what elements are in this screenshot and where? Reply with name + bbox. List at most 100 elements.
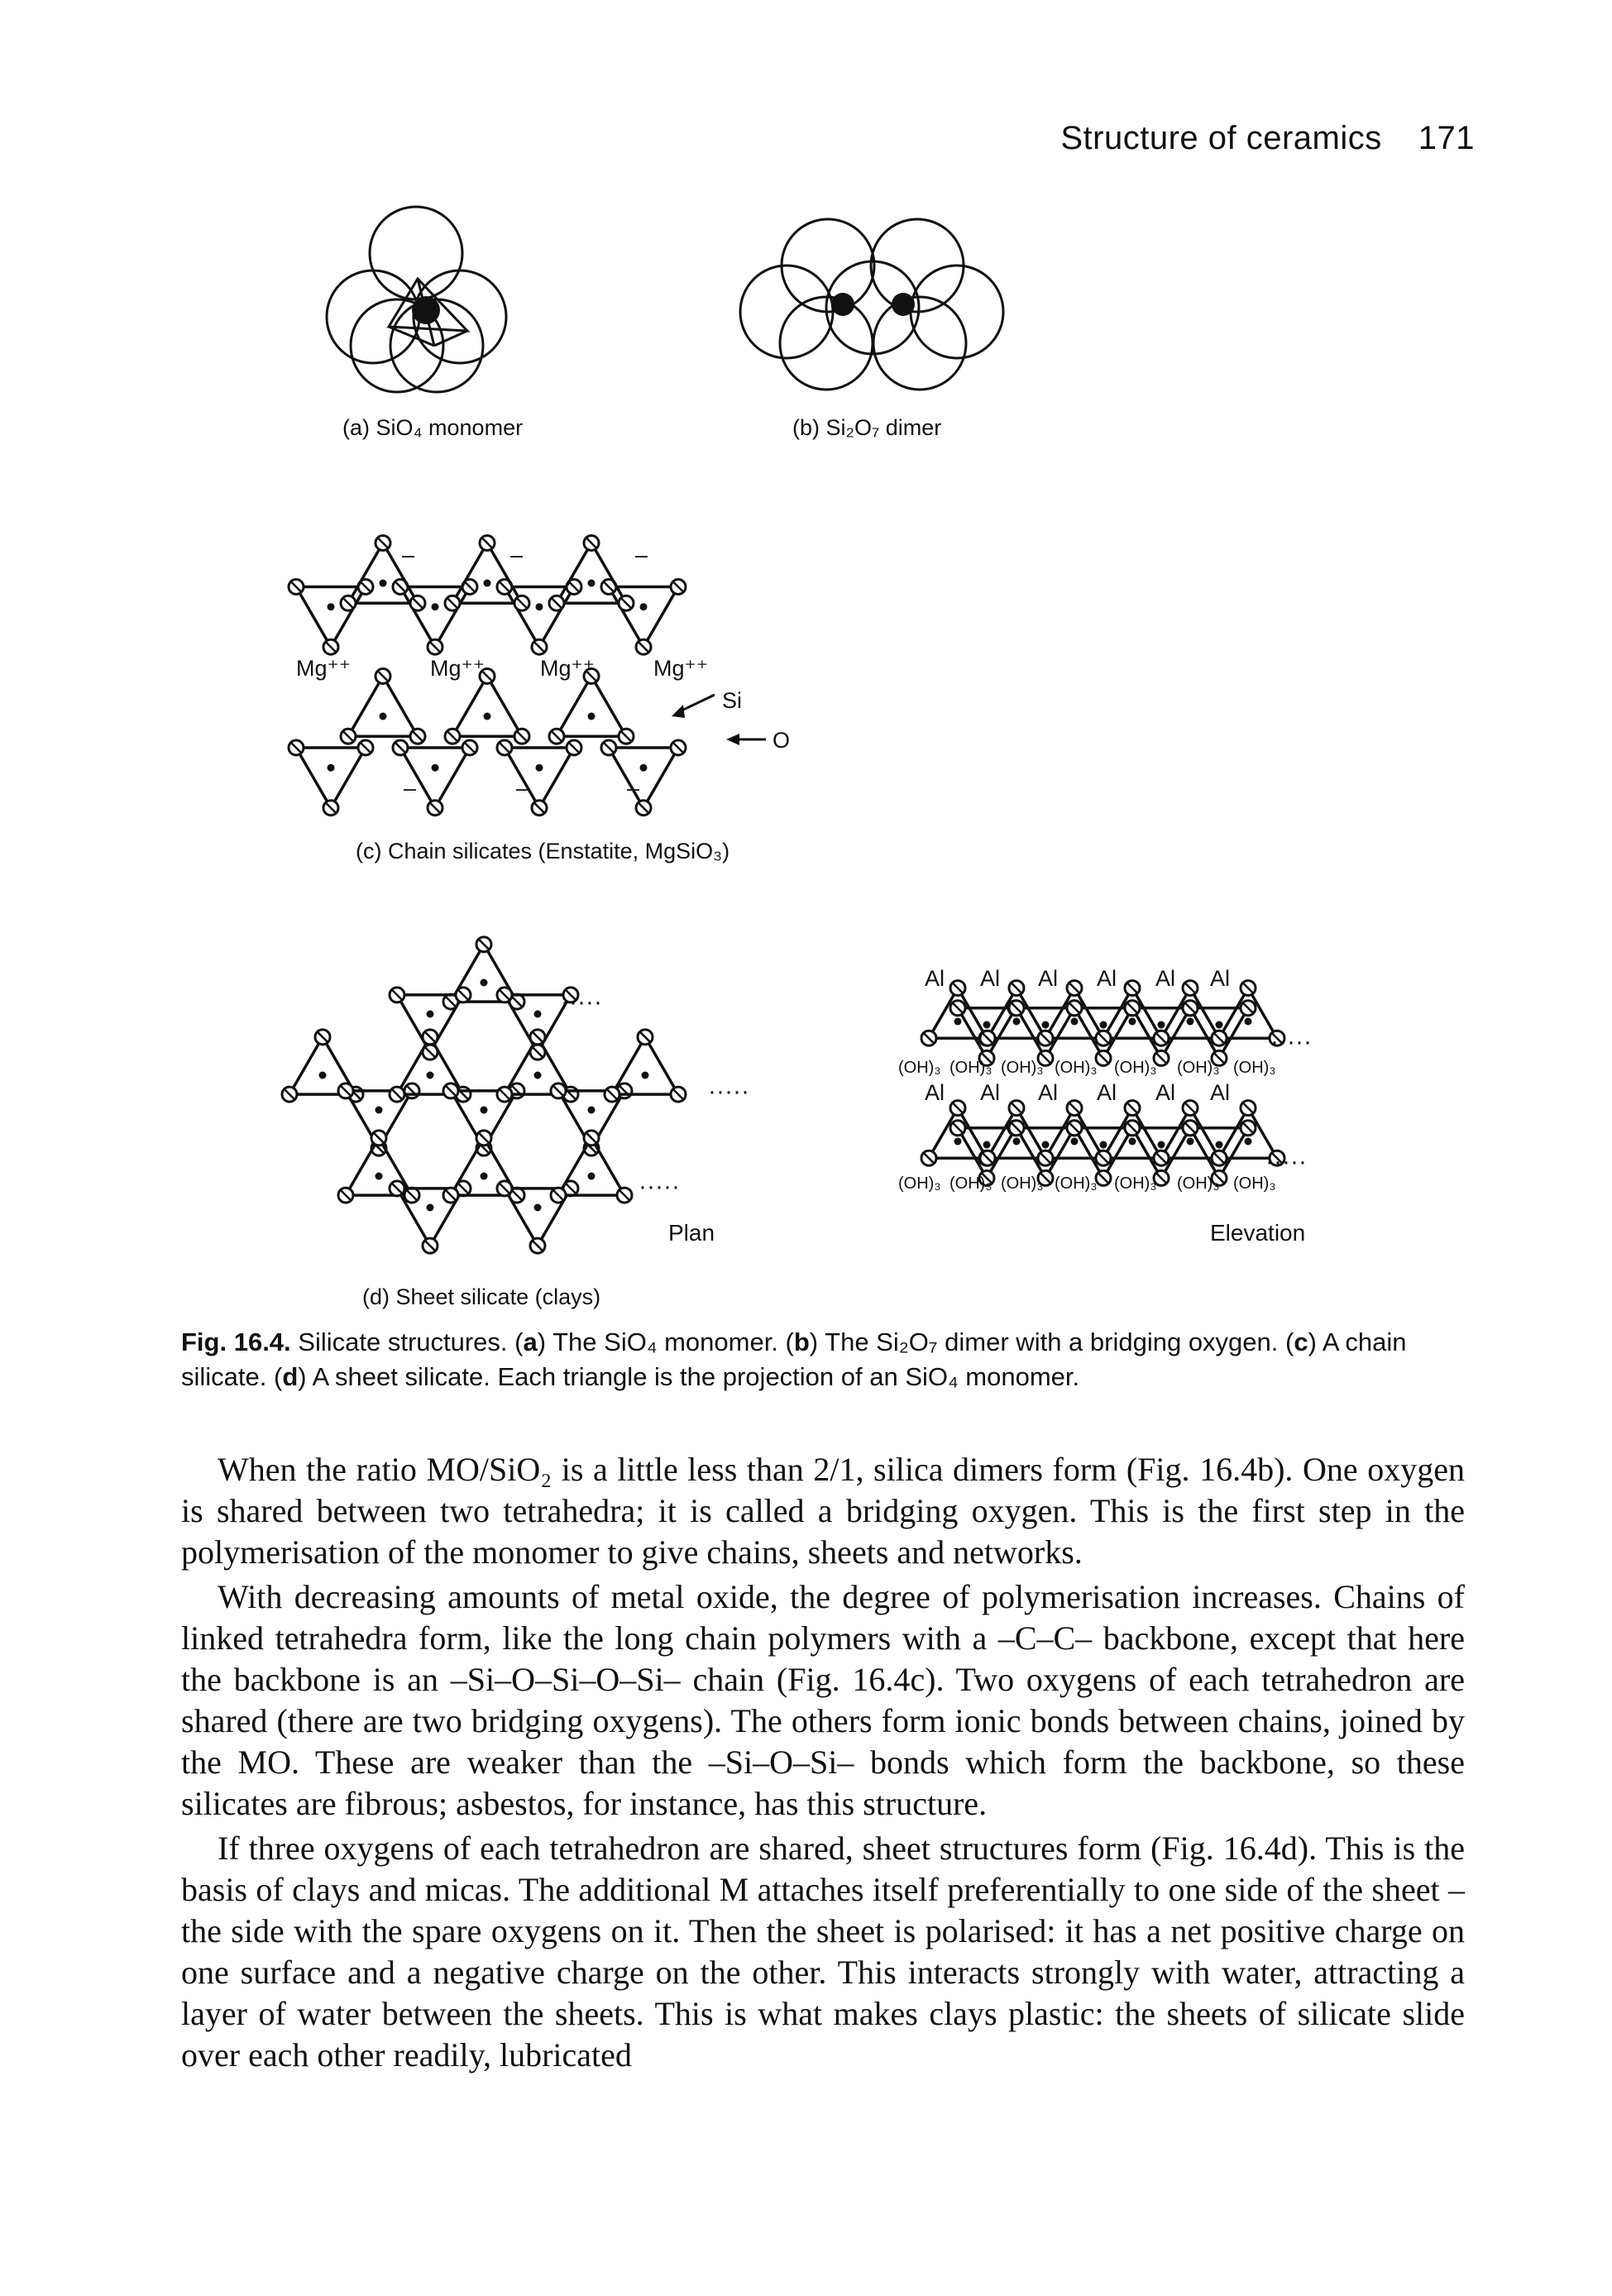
oxygen-hatch: [340, 1189, 352, 1201]
oxygen-hatch: [1069, 1102, 1080, 1114]
hydroxyl-label: (OH)₃: [1055, 1174, 1097, 1193]
oxygen-hatch: [1040, 1052, 1051, 1064]
oxygen-hatch: [499, 1183, 510, 1194]
oxygen-hatch: [481, 537, 493, 549]
oxygen-hatch: [620, 730, 632, 743]
tetrahedron-triangle: [553, 673, 629, 738]
tetrahedron-triangle: [1042, 985, 1107, 1040]
minus-label: –: [402, 543, 414, 567]
silicon-atom: [412, 296, 440, 324]
hydroxyl-label: (OH)₃: [950, 1174, 992, 1193]
oxygen-hatch: [377, 670, 389, 682]
silicon-atom: [954, 1137, 962, 1146]
aluminium-label: Al: [1038, 1080, 1058, 1105]
silicon-atom: [1012, 1017, 1021, 1026]
silicon-atom: [983, 1021, 991, 1029]
silicon-atom: [639, 603, 648, 611]
tetrahedron-triangle: [447, 1135, 520, 1197]
ellipsis: ·····: [708, 1078, 749, 1105]
tetrahedron-triangle: [555, 1089, 628, 1151]
silicon-atom: [1128, 1017, 1136, 1026]
oxygen-hatch: [533, 801, 545, 814]
tetrahedron-triangle: [1071, 1126, 1136, 1181]
tetrahedron-triangle: [501, 1187, 574, 1249]
tetrahedron-triangle: [449, 540, 525, 605]
running-head-title: Structure of ceramics: [1060, 120, 1382, 156]
oxygen-hatch: [1213, 1152, 1225, 1165]
ellipsis: ·····: [1270, 1028, 1312, 1055]
oxygen-hatch: [424, 1031, 436, 1043]
tetrahedron-triangle: [1158, 985, 1222, 1040]
silicon-atom: [1099, 1141, 1107, 1149]
silicon-atom: [480, 978, 488, 987]
silicon-atom: [983, 1141, 991, 1149]
tetrahedron-triangle: [605, 746, 682, 811]
silicon-atom: [431, 763, 439, 772]
oxygen-hatch: [1213, 1172, 1225, 1184]
silicon-atom: [480, 1172, 488, 1180]
oxygen-hatch: [532, 1031, 543, 1043]
oxygen-hatch: [429, 641, 441, 653]
silicon-atom: [1215, 1021, 1223, 1029]
aluminium-label: Al: [1210, 966, 1230, 991]
silicon-atom: [1128, 1137, 1136, 1146]
tetrahedron-triangle: [605, 585, 682, 650]
oxygen-hatch: [1184, 1102, 1196, 1114]
silicon-atom: [533, 1010, 542, 1018]
aluminium-label: Al: [1155, 1080, 1175, 1105]
caption-text: ) A sheet silicate. Each triangle is the…: [298, 1362, 1080, 1391]
oxygen-hatch: [424, 1240, 436, 1252]
tetrahedron-triangle: [397, 746, 473, 811]
aluminium-label: Al: [1097, 966, 1117, 991]
tetrahedron-triangle: [1013, 1007, 1078, 1061]
oxygen-hatch: [1184, 1002, 1196, 1014]
aluminium-label: Al: [980, 1080, 1000, 1105]
oxygen-hatch: [360, 742, 371, 753]
hydroxyl-label: (OH)₃: [1114, 1059, 1156, 1077]
si-label: Si: [722, 688, 742, 713]
tetrahedron-triangle: [394, 993, 466, 1055]
chain-silicate-diagram: [287, 534, 766, 817]
oxygen-hatch: [568, 742, 580, 753]
o-label: O: [773, 728, 790, 753]
oxygen-hatch: [325, 801, 337, 814]
silicate-structures-figure: (a) SiO₄ monomer (b) Si₂O₇ dimer (c) Cha…: [280, 205, 1312, 1309]
arrowhead: [726, 734, 739, 745]
silicon-atom: [1012, 1137, 1021, 1146]
silicon-atom: [1215, 1141, 1223, 1149]
oxygen-hatch: [1242, 1122, 1254, 1134]
oxygen-hatch: [325, 641, 337, 653]
oxygen-hatch: [499, 989, 510, 1001]
tetrahedron-triangle: [342, 1135, 415, 1197]
mg-label: Mg⁺⁺: [296, 656, 351, 681]
oxygen-hatch: [1213, 1032, 1225, 1045]
oxygen-hatch: [606, 1088, 618, 1100]
mg-label: Mg⁺⁺: [653, 656, 708, 681]
sheet-silicate-plan-diagram: [280, 935, 687, 1255]
oxygen-hatch: [290, 581, 302, 593]
silicon-atom: [1041, 1141, 1050, 1149]
tetrahedron-triangle: [1187, 1007, 1251, 1061]
silicon-atom: [426, 1010, 434, 1018]
oxygen-hatch: [1242, 1102, 1254, 1114]
tetrahedron-edge: [388, 325, 435, 347]
page-number: 171: [1418, 120, 1475, 156]
minus-label: –: [635, 543, 648, 567]
tetrahedron-triangle: [954, 1007, 1019, 1061]
silicon-atom: [587, 1172, 596, 1180]
silicon-atom: [379, 712, 387, 720]
oxygen-hatch: [499, 581, 510, 593]
ellipsis: ·····: [639, 1173, 680, 1200]
oxygen-hatch: [1155, 1032, 1167, 1045]
silicon-atom: [1070, 1017, 1079, 1026]
oxygen-hatch: [1242, 1002, 1254, 1014]
tetrahedron-triangle: [394, 1187, 466, 1249]
oxygen-hatch: [284, 1088, 295, 1100]
oxygen-hatch: [1155, 1152, 1167, 1165]
oxygen-hatch: [532, 1046, 543, 1059]
oxygen-hatch: [511, 1189, 523, 1201]
silicon-atom: [375, 1106, 383, 1114]
oxygen-hatch: [457, 989, 469, 1001]
oxygen-hatch: [429, 801, 441, 814]
oxygen-hatch: [638, 641, 649, 653]
